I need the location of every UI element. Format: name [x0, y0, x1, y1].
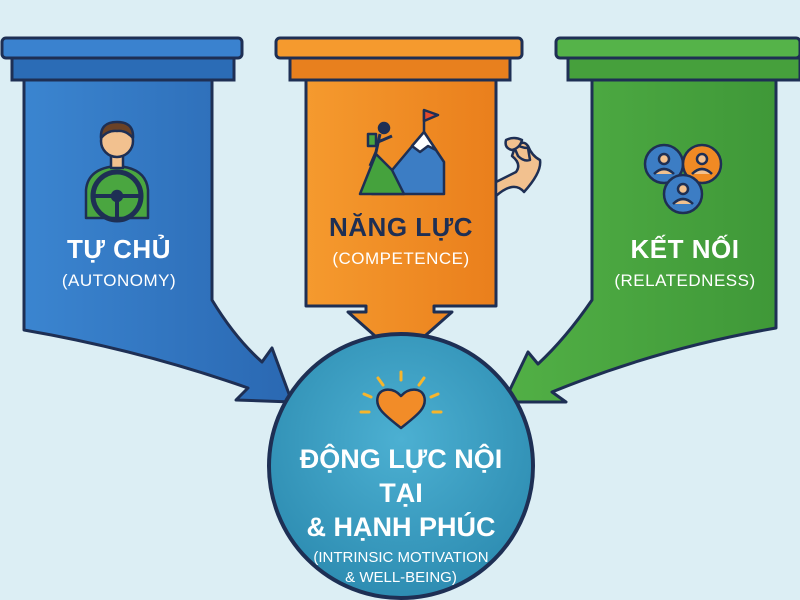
competence-pillar — [274, 36, 524, 360]
relatedness-subtitle: (RELATEDNESS) — [614, 271, 756, 290]
competence-subtitle: (COMPETENCE) — [332, 249, 470, 268]
relatedness-pillar — [502, 36, 800, 404]
mountain-climber-icon — [358, 108, 446, 196]
center-subtitle-line2: & WELL-BEING) — [345, 569, 457, 586]
relatedness-pillar-cap — [554, 36, 800, 60]
autonomy-subtitle: (AUTONOMY) — [61, 271, 177, 290]
relatedness-title: KẾT NỐI — [630, 234, 740, 264]
center-label: ĐỘNG LỰC NỘI TẠI & HẠNH PHÚC (INTRINSIC … — [281, 442, 521, 588]
relatedness-pillar-ledge — [566, 56, 800, 82]
relatedness-label: KẾT NỐI (RELATEDNESS) — [590, 234, 780, 291]
center-circle — [267, 332, 535, 600]
flexed-biceps-icon — [494, 136, 542, 198]
connected-people-icon — [643, 143, 723, 215]
glowing-heart-icon — [359, 370, 443, 430]
competence-label: NĂNG LỰC (COMPETENCE) — [306, 212, 496, 269]
competence-pillar-cap — [274, 36, 524, 60]
autonomy-title: TỰ CHỦ — [66, 234, 171, 264]
autonomy-label: TỰ CHỦ (AUTONOMY) — [24, 234, 214, 291]
center-subtitle-line1: (INTRINSIC MOTIVATION — [313, 549, 489, 566]
driver-steering-wheel-icon — [84, 120, 150, 223]
center-title-line2: & HẠNH PHÚC — [306, 512, 496, 542]
autonomy-pillar — [0, 36, 294, 404]
competence-pillar-ledge — [288, 56, 512, 82]
autonomy-pillar-ledge — [10, 56, 236, 82]
autonomy-pillar-cap — [0, 36, 244, 60]
competence-title: NĂNG LỰC — [328, 212, 473, 242]
autonomy-arrow — [22, 78, 294, 404]
center-title-line1: ĐỘNG LỰC NỘI TẠI — [299, 444, 503, 508]
